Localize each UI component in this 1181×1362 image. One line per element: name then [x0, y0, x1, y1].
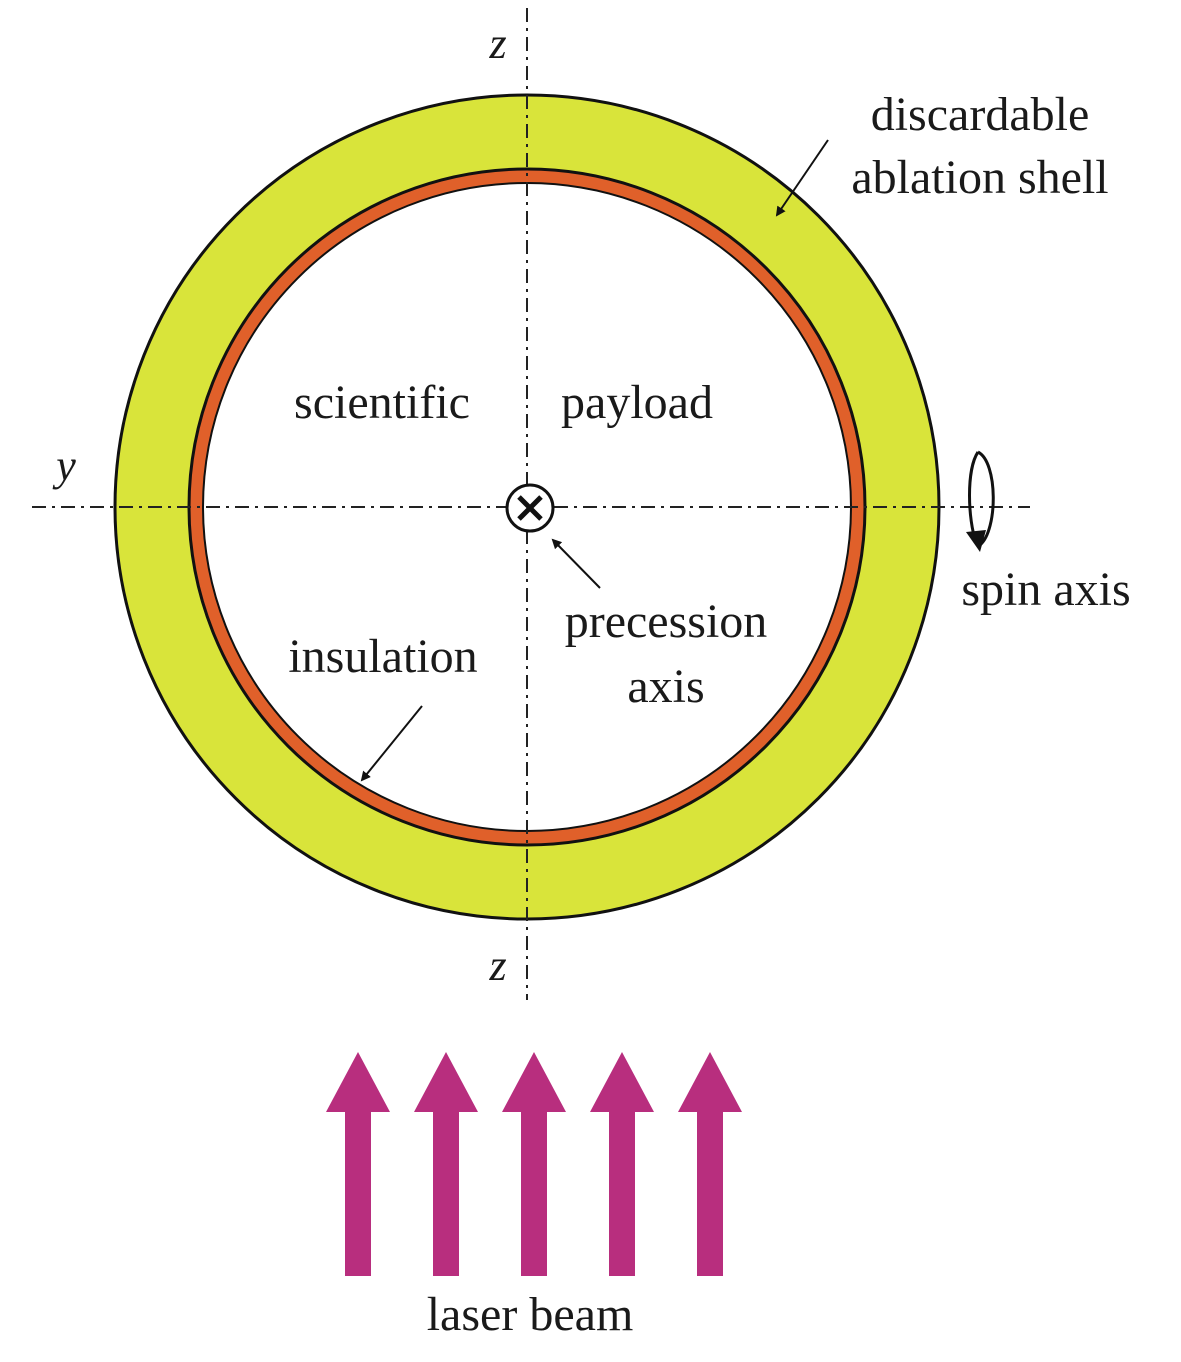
ablation-shell-label-line1: discardable [871, 88, 1090, 141]
laser-arrow [590, 1052, 654, 1276]
laser-arrow [414, 1052, 478, 1276]
precession-pointer-arrow [551, 538, 601, 589]
payload-label-left: scientific [294, 376, 470, 429]
laser-beam-label: laser beam [427, 1288, 634, 1341]
ablation-pointer-arrow [775, 139, 829, 217]
z-axis-label-top: z [488, 19, 506, 68]
ablation-shell-label-line2: ablation shell [851, 151, 1108, 204]
insulation-pointer-arrow [360, 705, 423, 782]
circled-x-icon [505, 483, 555, 533]
laser-arrow [326, 1052, 390, 1276]
precession-axis-label-line2: axis [627, 660, 704, 713]
spin-axis-label: spin axis [961, 563, 1130, 616]
insulation-label: insulation [288, 630, 477, 683]
laser-arrow [678, 1052, 742, 1276]
z-axis-label-bottom: z [488, 941, 506, 990]
laser-arrow [502, 1052, 566, 1276]
precession-axis-label-line1: precession [565, 595, 768, 648]
payload-label-right: payload [561, 376, 713, 429]
circular-arrow-icon [966, 450, 995, 552]
laser-beam-arrows [326, 1052, 742, 1276]
y-axis-label: y [52, 441, 76, 490]
